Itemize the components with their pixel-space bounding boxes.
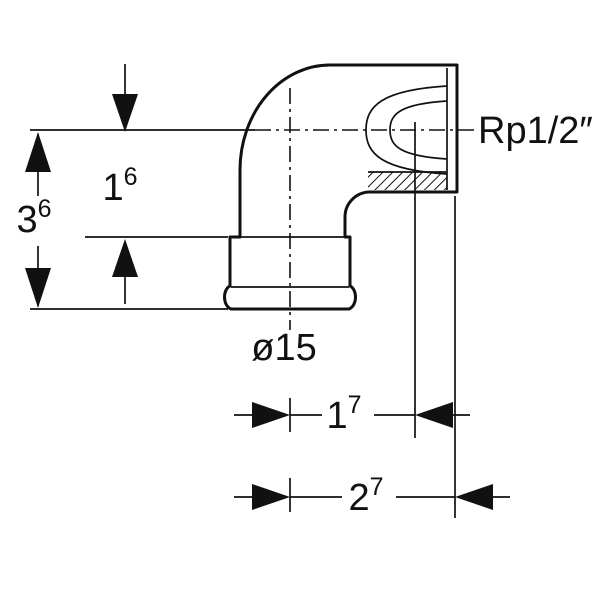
thread-size-label: Rp1/2″ [478, 110, 593, 152]
arrowhead-down-icon [25, 268, 51, 308]
arrowhead-right-icon [252, 484, 290, 510]
dim-bottom-inner-sup: 7 [348, 391, 362, 419]
arrowhead-right-icon [252, 402, 290, 428]
arrowhead-down-icon [112, 94, 138, 132]
dim-bottom-outer-sup: 7 [370, 473, 384, 501]
dim-bottom-outer-label: 27 [348, 473, 383, 519]
arrowhead-up-icon [25, 132, 51, 172]
dim-left-inner-label: 16 [102, 163, 137, 209]
arrowhead-left-icon [415, 402, 453, 428]
dim-left-inner-sup: 6 [124, 163, 138, 191]
arrowhead-up-icon [112, 239, 138, 277]
dim-left-outer-label: 36 [16, 195, 51, 241]
arrowhead-left-icon [455, 484, 493, 510]
dim-left-inner-main: 1 [102, 167, 123, 209]
dim-left-outer-main: 3 [16, 199, 37, 241]
dim-bottom-inner-label: 17 [326, 391, 361, 437]
thread-hatch [368, 172, 447, 190]
dim-bottom-inner-main: 1 [326, 395, 347, 437]
dim-diameter-label: ø15 [251, 327, 316, 369]
dim-left-outer-sup: 6 [38, 195, 52, 223]
elbow-body-outline [223, 63, 459, 311]
dim-bottom-outer-main: 2 [348, 477, 369, 519]
